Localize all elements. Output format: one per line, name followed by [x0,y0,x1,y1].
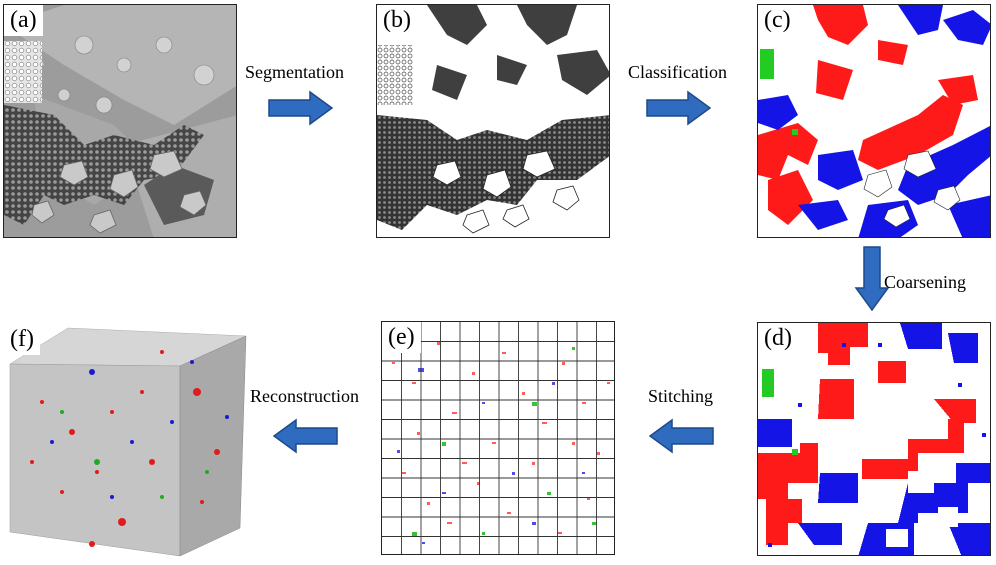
panel-f-label: (f) [4,324,40,355]
panel-c-label: (c) [758,5,797,36]
coarsening-label: Coarsening [884,272,966,292]
panel-a-label: (a) [4,5,43,36]
panel-f-reconstruction: (f) [2,322,250,560]
stitching-label: Stitching [648,386,714,406]
panel-d-label: (d) [758,323,798,354]
panel-a-sem-image: (a) [3,4,237,238]
down-arrow-icon [854,246,890,312]
classified-image [758,5,990,237]
panel-e-label: (e) [382,322,421,353]
right-arrow-icon [268,90,334,126]
segmented-image [377,5,609,237]
panel-c-classified-image: (c) [757,4,991,238]
stitched-image [382,322,614,554]
reconstruction-label: Reconstruction [250,386,359,406]
reconstructed-cube [9,327,247,557]
panel-b-segmented-image: (b) [376,4,610,238]
classification-label: Classification [628,62,727,82]
right-arrow-icon [646,90,712,126]
panel-b-label: (b) [377,5,417,36]
segmentation-label: Segmentation [245,62,344,82]
panel-e-stitched-image: (e) [381,321,615,555]
panel-d-coarsened-image: (d) [757,322,991,556]
coarsened-image [758,323,990,555]
left-arrow-icon [648,418,714,454]
sem-micrograph [4,5,236,237]
left-arrow-icon [272,418,338,454]
